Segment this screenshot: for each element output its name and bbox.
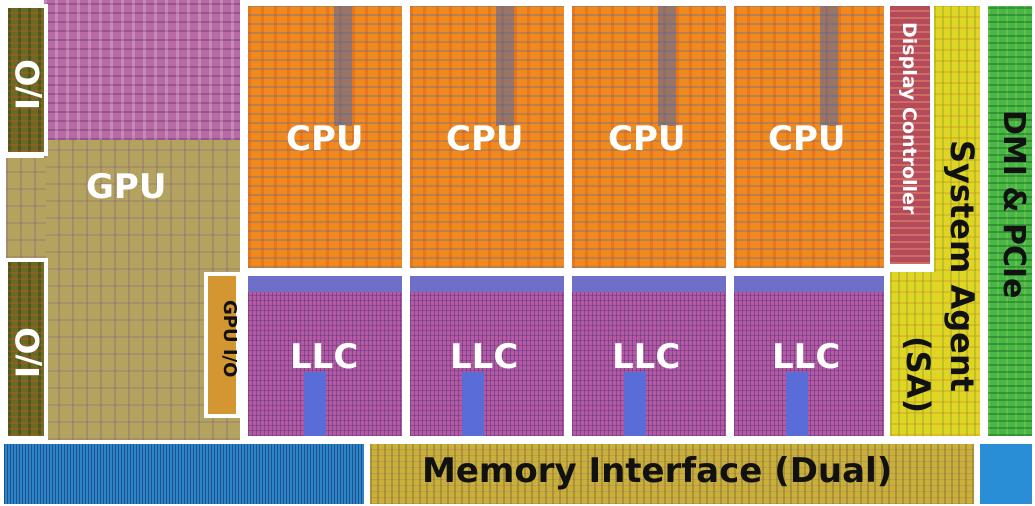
cpu-core-1-logic-column <box>334 6 352 126</box>
llc-slice-4 <box>734 276 884 436</box>
system-agent-lower-block <box>890 272 936 436</box>
llc-slice-2 <box>410 276 564 436</box>
cpu-core-2-logic-column <box>496 6 514 126</box>
cpu-core-3 <box>572 6 726 268</box>
cpu-4-label: CPU <box>768 119 846 159</box>
llc-slice-2-column <box>462 372 484 436</box>
cpu-core-4 <box>734 6 884 268</box>
io-bottom-label: I/O <box>9 327 47 378</box>
gpu-io-block <box>204 272 240 418</box>
gpu-left-strip <box>6 158 46 258</box>
memory-interface-block <box>370 444 974 504</box>
gpu-label: GPU <box>86 167 167 207</box>
system-agent-block <box>934 6 980 436</box>
gpu-upper-region <box>44 0 240 140</box>
system-agent-label-line2: (SA) <box>899 336 937 414</box>
llc-slice-4-tag-array <box>734 276 884 292</box>
llc-3-label: LLC <box>612 337 681 377</box>
io-block-top <box>4 4 48 156</box>
io-block-bottom <box>4 258 48 440</box>
dmi-pcie-label: DMI & PCIe <box>996 110 1031 299</box>
dmi-pcie-block <box>988 6 1032 436</box>
gpu-io-label: GPU I/O <box>219 300 240 378</box>
memory-interface-phy-left <box>4 444 364 504</box>
cpu-3-label: CPU <box>608 119 686 159</box>
memory-interface-phy-right <box>980 444 1032 504</box>
display-controller-block <box>890 6 934 268</box>
cpu-core-2 <box>410 6 564 268</box>
llc-1-label: LLC <box>290 337 359 377</box>
llc-slice-1-tag-array <box>248 276 402 292</box>
io-top-label: I/O <box>9 59 47 110</box>
llc-4-label: LLC <box>772 337 841 377</box>
llc-slice-1-column <box>304 372 326 436</box>
cpu-core-4-logic-column <box>820 6 838 126</box>
llc-slice-2-tag-array <box>410 276 564 292</box>
llc-slice-3-column <box>624 372 646 436</box>
system-agent-label-line1: System Agent <box>943 140 981 392</box>
llc-slice-3 <box>572 276 726 436</box>
memory-interface-label: Memory Interface (Dual) <box>422 451 893 491</box>
cpu-1-label: CPU <box>286 119 364 159</box>
cpu-core-1 <box>248 6 402 268</box>
cpu-2-label: CPU <box>446 119 524 159</box>
llc-slice-4-column <box>786 372 808 436</box>
cpu-core-3-logic-column <box>658 6 676 126</box>
llc-slice-3-tag-array <box>572 276 726 292</box>
llc-2-label: LLC <box>450 337 519 377</box>
llc-slice-1 <box>248 276 402 436</box>
display-controller-label: Display Controller <box>898 22 920 215</box>
